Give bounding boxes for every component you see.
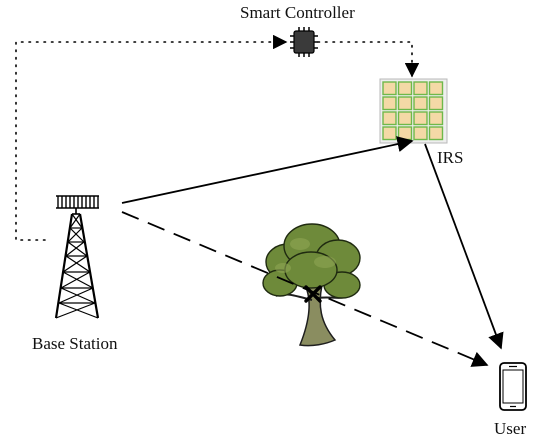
irs-element [413,96,428,111]
irs-element [397,111,413,126]
controller-label: Smart Controller [240,3,355,22]
irs-element [397,81,413,96]
irs-element [397,96,413,111]
irs-element [428,111,444,126]
chip-icon [290,27,318,57]
control-link-dotted [15,34,288,241]
cross-icon [304,285,322,303]
tree-icon [262,223,361,347]
bs-to-user-blocked-link [121,211,489,367]
irs-element [397,126,413,141]
irs-element [382,96,397,111]
irs-to-user-link [424,143,504,350]
irs-element [428,126,444,141]
smartphone-icon [499,362,527,411]
irs-element [413,126,428,141]
irs-element [428,96,444,111]
irs-element [382,111,397,126]
irs-label: IRS [437,148,464,167]
irs-panel-icon [379,78,448,144]
bs-to-irs-link [121,136,414,204]
irs-element [382,126,397,141]
user-label: User [494,419,527,438]
irs-element [382,81,397,96]
irs-element [428,81,444,96]
irs-element [413,81,428,96]
controller-to-irs-dotted [317,41,420,78]
cell-tower-icon [54,195,100,319]
irs-element [413,111,428,126]
base-station-label: Base Station [32,334,118,353]
